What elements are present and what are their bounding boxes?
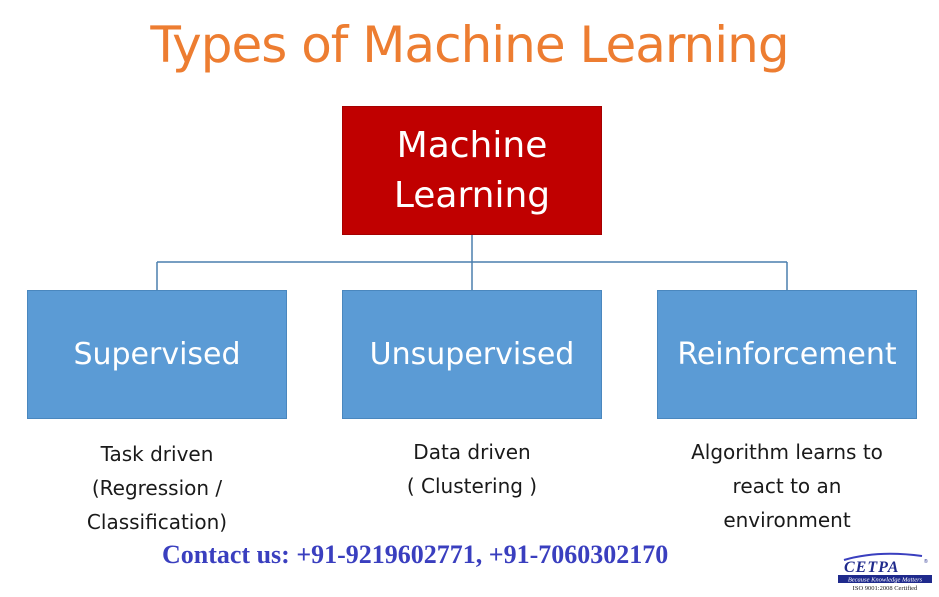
node-reinforcement-label: Reinforcement: [677, 337, 897, 372]
desc-supervised-line3: Classification): [86, 510, 228, 534]
cetpa-logo: CETPA ® Because Knowledge Matters ISO 90…: [838, 552, 932, 592]
node-unsupervised-label: Unsupervised: [369, 337, 575, 372]
node-supervised-label: Supervised: [73, 337, 241, 372]
contact-info: Contact us: +91-9219602771, +91-70603021…: [162, 540, 669, 569]
svg-text:Because Knowledge Matters: Because Knowledge Matters: [848, 577, 923, 584]
root-node-machine-learning: Machine Learning: [342, 106, 602, 235]
desc-reinforcement-line1: Algorithm learns to: [691, 440, 883, 464]
desc-reinforcement-line3: environment: [723, 508, 851, 532]
desc-supervised: Task driven (Regression / Classification…: [27, 437, 287, 539]
desc-unsupervised: Data driven ( Clustering ): [342, 435, 602, 503]
desc-reinforcement: Algorithm learns to react to an environm…: [657, 435, 917, 537]
desc-supervised-line2: (Regression /: [91, 476, 223, 500]
svg-text:CETPA: CETPA: [844, 559, 899, 576]
svg-text:ISO 9001:2008 Certified: ISO 9001:2008 Certified: [853, 585, 918, 592]
node-reinforcement: Reinforcement: [657, 290, 917, 419]
desc-unsupervised-line1: Data driven: [413, 440, 531, 464]
root-node-line2: Learning: [393, 174, 551, 216]
desc-reinforcement-line2: react to an: [732, 474, 842, 498]
diagram-title: Types of Machine Learning: [150, 16, 789, 74]
svg-text:®: ®: [924, 558, 928, 565]
desc-supervised-line1: Task driven: [100, 442, 214, 466]
node-unsupervised: Unsupervised: [342, 290, 602, 419]
root-node-line1: Machine: [396, 124, 548, 166]
node-supervised: Supervised: [27, 290, 287, 419]
desc-unsupervised-line2: ( Clustering ): [406, 474, 538, 498]
